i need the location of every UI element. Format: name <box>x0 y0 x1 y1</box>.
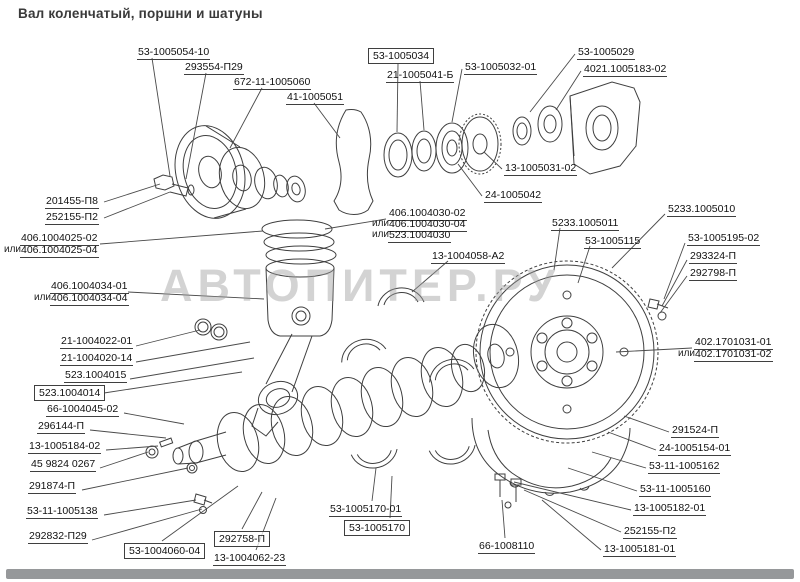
part-label: 291524-П <box>671 424 720 438</box>
part-label: 21-1004020-14 <box>60 352 134 366</box>
part-label: 53-1005032-01 <box>464 61 538 75</box>
front-seal-and-gear-set <box>383 105 563 178</box>
part-label: 402.1701031-01 <box>694 336 773 350</box>
part-label: 21-1004022-01 <box>60 335 134 349</box>
or-text: или <box>678 348 696 359</box>
part-label: 24-1005042 <box>484 189 543 203</box>
main-bearing-shells-lower <box>350 444 476 469</box>
rod-bushings <box>194 318 228 341</box>
crank-front-piece <box>333 108 374 215</box>
page-title: Вал коленчатый, поршни и шатуны <box>18 6 263 21</box>
part-label: 53-1005034 <box>368 48 435 64</box>
cover-bolts <box>494 473 522 509</box>
part-label: 13-1005184-02 <box>28 440 102 454</box>
or-text: или <box>372 229 390 240</box>
part-label: 53-1004060-04 <box>124 543 206 559</box>
part-label: 53-11-1005160 <box>639 483 712 497</box>
part-label: 293554-П29 <box>184 61 244 75</box>
clutch-housing-lower-cover <box>471 417 631 496</box>
piston <box>265 258 335 337</box>
or-text: или <box>372 218 390 229</box>
part-label: 13-1005181-01 <box>603 543 677 557</box>
part-label: 21-1005041-Б <box>386 69 455 83</box>
part-label: 292832-П29 <box>28 530 88 544</box>
piston-rings <box>261 219 337 265</box>
part-label: 13-1004058-А2 <box>431 250 506 264</box>
part-label: 291874-П <box>28 480 77 494</box>
part-label: 53-11-1005138 <box>26 505 99 519</box>
part-label: 406.1004034-04 <box>50 292 129 306</box>
part-label: 53-1005170-01 <box>329 503 403 517</box>
part-label: 53-1005170 <box>344 520 411 536</box>
part-label: 13-1005182-01 <box>633 502 707 516</box>
part-label: 252155-П2 <box>623 525 677 539</box>
part-label: 45 9824 0267 <box>30 458 97 472</box>
part-label: 66-1008110 <box>478 540 536 554</box>
part-label: 24-1005154-01 <box>658 442 732 456</box>
engine-block-fragment <box>569 81 641 175</box>
part-label: 53-11-1005162 <box>648 460 721 474</box>
part-label: 5233.1005010 <box>667 203 737 217</box>
part-label: 523.1004014 <box>34 385 106 401</box>
flywheel <box>475 260 659 444</box>
part-label: 53-1005195-02 <box>687 232 761 246</box>
part-label: 406.1004030-04 <box>388 218 467 232</box>
main-bearing-shells-upper <box>341 287 475 383</box>
part-label: 672-11-1005060 <box>233 76 312 90</box>
part-label: 41-1005051 <box>286 91 345 105</box>
part-label: 293324-П <box>689 250 738 264</box>
part-label: 66-1004045-02 <box>46 403 120 417</box>
pulley-damper-assembly <box>174 125 306 219</box>
part-label: 296144-П <box>37 420 86 434</box>
part-label: 406.1004034-01 <box>50 280 129 294</box>
part-label: 406.1004025-04 <box>20 244 99 258</box>
part-label: 53-1005115 <box>584 235 642 249</box>
part-label: 13-1004062-23 <box>213 552 287 566</box>
part-label: 252155-П2 <box>45 211 99 225</box>
ratchet-bolt <box>153 174 195 197</box>
crankshaft <box>159 343 486 473</box>
rear-flange <box>472 323 520 389</box>
part-label: 292798-П <box>689 267 738 281</box>
or-text: или <box>4 244 22 255</box>
or-text: или <box>34 292 52 303</box>
horizontal-scrollbar[interactable] <box>6 569 794 579</box>
part-label: 523.1004015 <box>64 369 128 383</box>
part-label: 5233.1005011 <box>551 217 620 231</box>
part-label: 13-1005031-02 <box>504 162 578 176</box>
part-label: 406.1004030-02 <box>388 207 467 221</box>
part-label: 53-1005029 <box>577 46 636 60</box>
part-label: 292758-П <box>214 531 271 547</box>
part-label: 523.1004030 <box>388 229 452 243</box>
part-label: 53-1005054-10 <box>137 46 211 60</box>
part-label: 201455-П8 <box>45 195 99 209</box>
part-label: 406.1004025-02 <box>20 232 99 246</box>
part-label: 402.1701031-02 <box>694 348 773 362</box>
part-label: 4021.1005183-02 <box>583 63 668 77</box>
